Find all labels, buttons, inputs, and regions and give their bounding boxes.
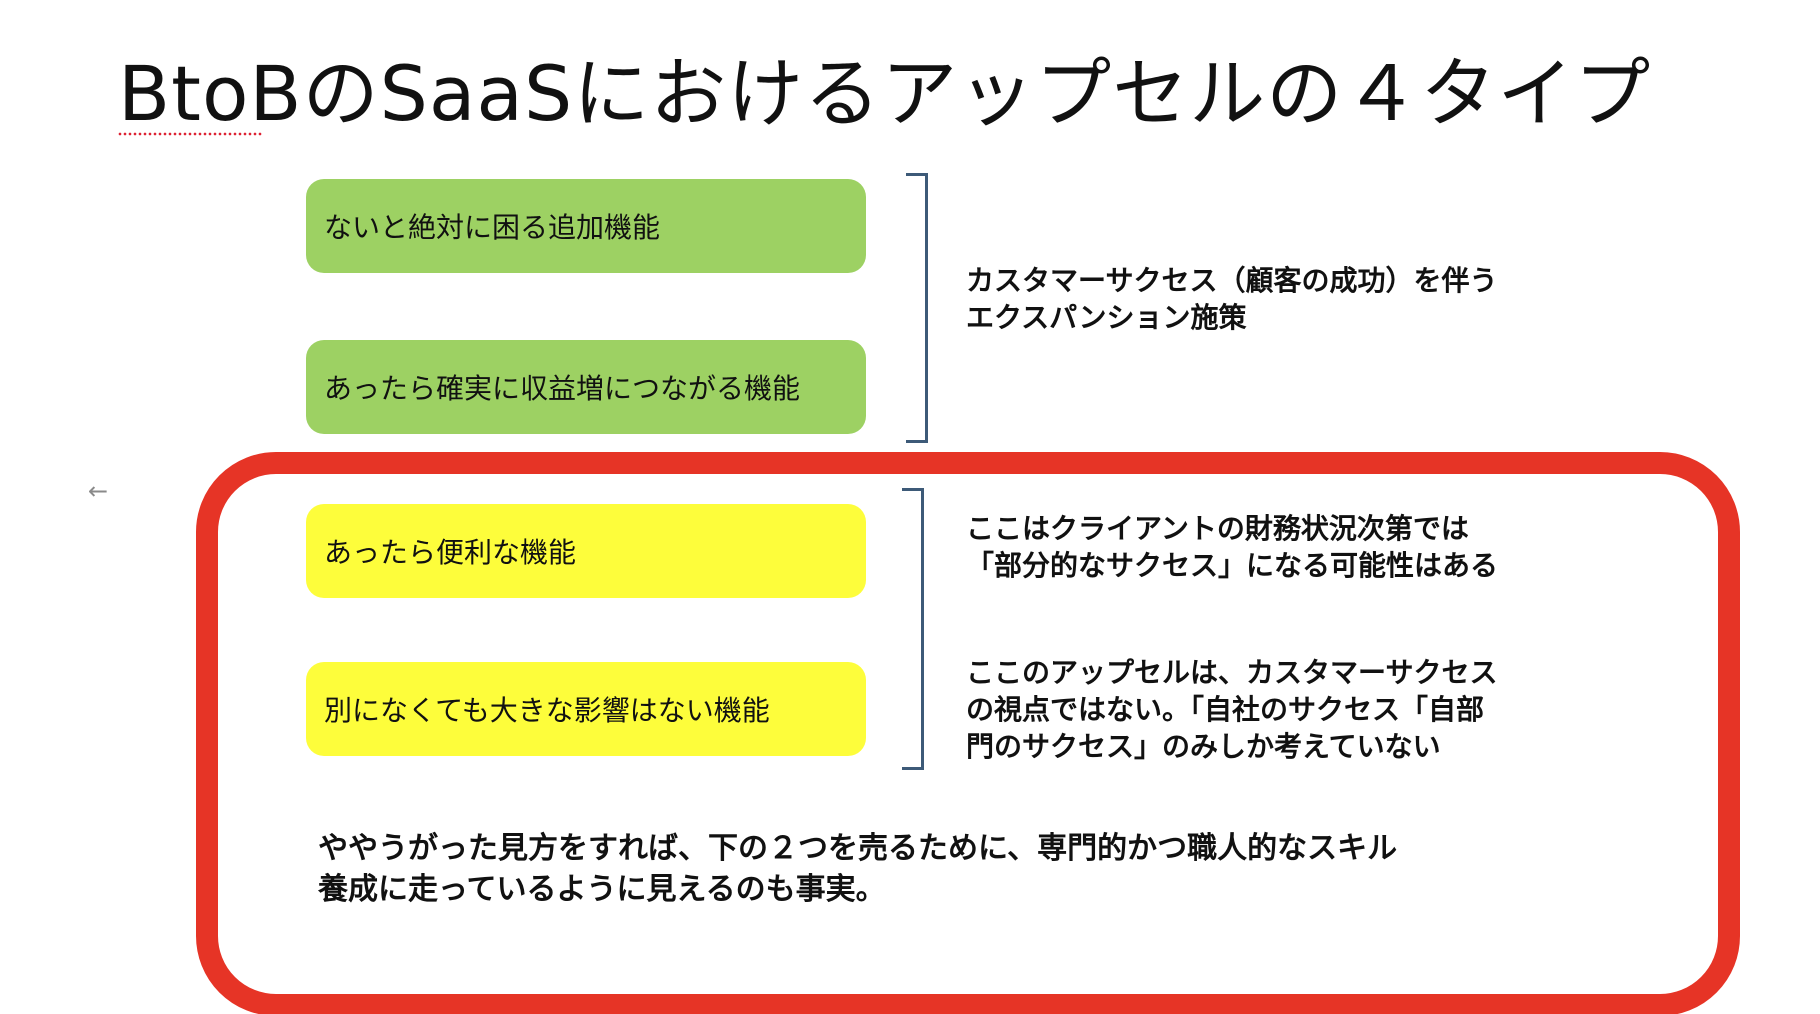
bottom-note: ややうがった見方をすれば、下の２つを売るために、専門的かつ職人的なスキル 養成に… [318,828,1397,910]
arrow-left-icon[interactable]: ← [88,477,109,505]
slide-title: BtoBのSaaSにおけるアップセルの４タイプ [118,49,1652,138]
note-line: カスタマーサクセス（顧客の成功）を伴う [966,264,1498,297]
feature-label: 別になくても大きな影響はない機能 [324,694,770,727]
faint-header-text [550,14,1270,36]
red-highlight-frame [196,452,1740,1014]
feature-label: ないと絶対に困る追加機能 [324,211,661,244]
bottom-note-line: ややうがった見方をすれば、下の２つを売るために、専門的かつ職人的なスキル [318,831,1398,866]
bracket-top [906,173,928,443]
feature-box-revenue: あったら確実に収益増につながる機能 [306,340,866,434]
bracket-bottom [902,488,924,770]
feature-label: あったら確実に収益増につながる機能 [324,372,801,405]
note-line: 門のサクセス」のみしか考えていない [966,730,1441,763]
note-line: エクスパンション施策 [966,301,1247,334]
bottom-note-line: 養成に走っているように見えるのも事実。 [318,872,886,907]
feature-label: あったら便利な機能 [324,536,577,569]
note-top: カスタマーサクセス（顧客の成功）を伴う エクスパンション施策 [966,262,1497,336]
note-line: ここのアップセルは、カスタマーサクセス [966,656,1498,689]
feature-box-no-impact: 別になくても大きな影響はない機能 [306,662,866,756]
note-line: 「部分的なサクセス」になる可能性はある [966,549,1499,582]
note-lower: ここのアップセルは、カスタマーサクセス の視点ではない。「自社のサクセス「自部 … [966,654,1497,765]
feature-box-convenient: あったら便利な機能 [306,504,866,598]
note-line: ここはクライアントの財務状況次第では [966,512,1469,545]
note-middle: ここはクライアントの財務状況次第では 「部分的なサクセス」になる可能性はある [966,510,1498,584]
note-line: の視点ではない。「自社のサクセス「自部 [966,693,1485,726]
spellcheck-underline [118,132,262,136]
feature-box-essential: ないと絶対に困る追加機能 [306,179,866,273]
